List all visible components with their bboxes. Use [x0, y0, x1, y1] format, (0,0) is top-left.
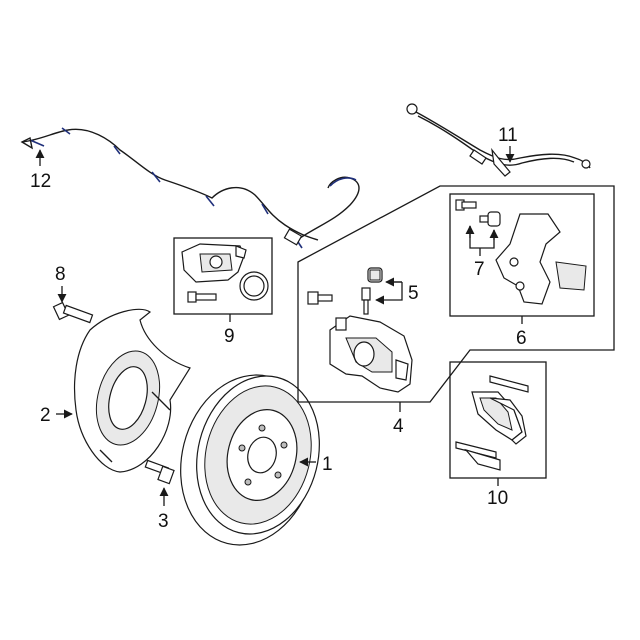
- bolt-8: [52, 301, 94, 324]
- caliper-bolt-4: [307, 291, 333, 305]
- callout-11: 11: [498, 125, 518, 146]
- callout-9: 9: [224, 326, 235, 347]
- caliper-bracket: [495, 213, 587, 305]
- bolt-3: [144, 459, 175, 485]
- leader-7: [469, 226, 495, 256]
- callout-3: 3: [158, 511, 169, 532]
- brake-pads: [455, 375, 529, 471]
- dust-shield: [73, 308, 191, 473]
- callout-8: 8: [55, 264, 66, 285]
- box-4: [297, 185, 615, 403]
- guide-pin-bolts: [455, 199, 501, 227]
- callout-4: 4: [393, 416, 404, 437]
- o-ring: [239, 271, 269, 301]
- brake-caliper: [329, 315, 413, 393]
- abs-harness-right: [406, 103, 591, 177]
- box-9: [173, 237, 273, 315]
- caliper-bolt: [187, 291, 217, 303]
- callout-2: 2: [40, 405, 51, 426]
- callout-7: 7: [474, 259, 485, 280]
- brake-rotor: [180, 374, 320, 546]
- leader-5: [376, 281, 403, 300]
- abs-harness-left: [20, 127, 360, 249]
- callout-6: 6: [516, 328, 527, 349]
- caliper-housing: [181, 243, 247, 283]
- callout-5: 5: [408, 283, 419, 304]
- callout-1: 1: [322, 454, 333, 475]
- bleeder-screw: [361, 267, 383, 315]
- callout-10: 10: [487, 488, 508, 509]
- callout-12: 12: [30, 171, 51, 192]
